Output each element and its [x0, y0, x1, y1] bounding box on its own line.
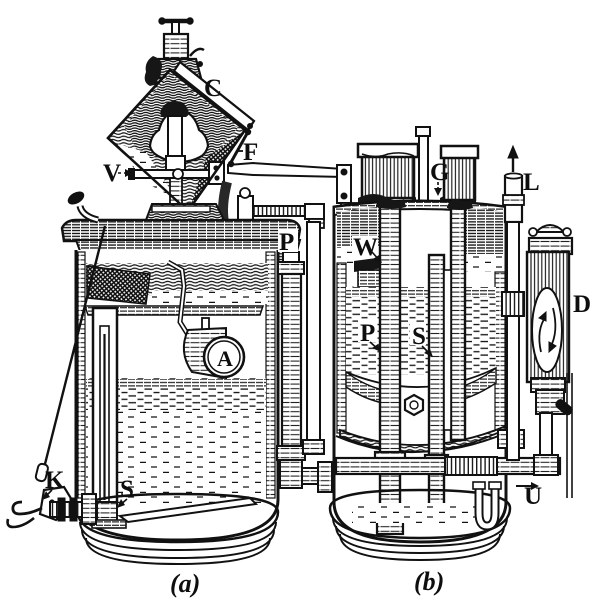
svg-text:W: W	[353, 234, 378, 261]
svg-text:F: F	[243, 139, 258, 166]
svg-text:P: P	[360, 320, 375, 347]
svg-text:S: S	[412, 323, 426, 350]
svg-text:L: L	[523, 169, 540, 196]
svg-text:A: A	[217, 346, 233, 371]
svg-text:P: P	[279, 229, 294, 256]
svg-text:U: U	[524, 483, 542, 510]
svg-text:C: C	[204, 75, 222, 102]
svg-text:G: G	[430, 159, 449, 186]
svg-text:(b): (b)	[414, 567, 444, 596]
svg-text:(a): (a)	[170, 569, 200, 598]
svg-text:D: D	[573, 291, 591, 318]
svg-text:S: S	[120, 476, 134, 503]
svg-text:V: V	[103, 160, 121, 187]
svg-text:K: K	[45, 467, 65, 494]
